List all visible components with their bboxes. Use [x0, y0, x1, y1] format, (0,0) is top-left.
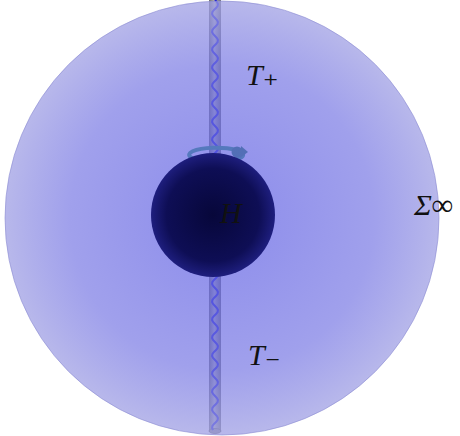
tube-label: T₊ — [246, 58, 279, 91]
horizon-sphere: H — [150, 152, 276, 278]
sphere — [151, 153, 275, 277]
sphere-label: H — [220, 196, 242, 229]
horizon-sphere-outline — [150, 152, 276, 278]
tube-label: T₋ — [248, 338, 281, 371]
sphere — [5, 1, 439, 435]
boundary-sphere: Σ∞H — [3, 0, 441, 436]
sphere-label: Σ∞ — [414, 188, 453, 221]
